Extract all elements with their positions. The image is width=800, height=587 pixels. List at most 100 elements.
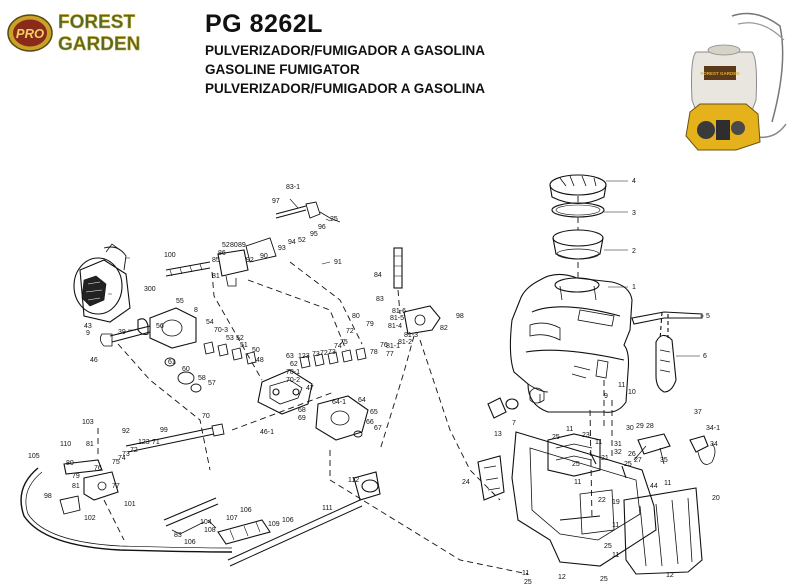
part-label-68: 68 xyxy=(298,407,306,414)
spray-hose-part-105 xyxy=(20,467,233,553)
pressure-valve-part-81 xyxy=(403,305,441,335)
part-label-81-3: 81-3 xyxy=(404,332,418,339)
part-label-44: 44 xyxy=(650,483,658,490)
part-label-56: 56 xyxy=(156,323,164,330)
part-label-80-a: 80 xyxy=(352,313,360,320)
part-label-108: 108 xyxy=(204,527,216,534)
part-label-19: 19 xyxy=(612,499,620,506)
part-label-77-a: 77 xyxy=(386,351,394,358)
part-label-11-e: 11 xyxy=(664,480,671,487)
part-label-25-a: 25 xyxy=(552,434,560,441)
part-label-83-b: 83 xyxy=(174,532,182,539)
part-label-72-c: 72 xyxy=(130,447,138,454)
logo-badge-core xyxy=(13,19,47,47)
part-label-75: 75 xyxy=(340,339,348,346)
part-label-63: 63 xyxy=(286,353,294,360)
part-label-12-b: 12 xyxy=(666,572,674,579)
part-label-81-c: 81 xyxy=(72,483,80,490)
part-label-83: 83 xyxy=(376,296,384,303)
part-label-64-1: 64-1 xyxy=(332,399,346,406)
part-label-5: 5 xyxy=(706,313,710,320)
part-label-94: 94 xyxy=(288,239,296,246)
carb-block-part-85 xyxy=(217,237,277,287)
title-spanish-2: PULVERIZADOR/FUMIGADOR A GASOLINA xyxy=(205,81,485,96)
part-label-89: 89 xyxy=(238,242,246,249)
part-label-80-b: 80 xyxy=(66,460,74,467)
part-number-labels: 4 3 2 1 5 6 7 13 11 10 9 25 11 23 11 21 … xyxy=(28,178,720,586)
part-label-25-d: 25 xyxy=(524,579,532,586)
tank-dashed-leader-lines xyxy=(577,196,613,521)
photo-spray-lance xyxy=(731,12,784,123)
part-label-25-f: 25 xyxy=(624,461,632,468)
part-label-26: 26 xyxy=(628,451,636,458)
part-label-107: 107 xyxy=(226,515,238,522)
tank-seal-part-3 xyxy=(551,202,605,218)
part-label-76-b: 76 xyxy=(94,465,102,472)
part-label-73-a: 73 xyxy=(312,351,320,358)
part-label-83-1: 83-1 xyxy=(286,184,300,191)
part-label-98-a: 98 xyxy=(456,313,464,320)
part-label-25-b: 25 xyxy=(572,461,580,468)
part-label-102: 102 xyxy=(84,515,96,522)
part-label-300: 300 xyxy=(144,286,156,293)
part-label-6: 6 xyxy=(703,353,707,360)
part-label-81-1: 81-1 xyxy=(386,343,400,350)
model-number: PG 8262L xyxy=(205,10,323,38)
part-label-23: 23 xyxy=(582,432,590,439)
part-label-30: 30 xyxy=(626,425,634,432)
part-label-62: 62 xyxy=(290,361,298,368)
part-label-112: 112 xyxy=(348,477,359,484)
part-label-98-b: 98 xyxy=(44,493,52,500)
part-label-46: 46 xyxy=(90,357,98,364)
part-label-72-b: 72 xyxy=(320,350,328,357)
part-label-70: 70 xyxy=(202,413,210,420)
part-label-67: 67 xyxy=(374,425,382,432)
strap-bracket-part-5 xyxy=(631,311,703,325)
logo-badge-text: PRO xyxy=(16,26,44,41)
part-label-123-a: 123 xyxy=(298,353,310,360)
part-label-64: 64 xyxy=(358,397,366,404)
part-label-55: 55 xyxy=(176,298,184,305)
part-label-51: 51 xyxy=(240,342,248,349)
part-label-60: 60 xyxy=(182,366,190,373)
part-label-52-b: 52 xyxy=(222,242,230,249)
part-label-91: 91 xyxy=(334,259,342,266)
throttle-lever-part-26 xyxy=(633,433,671,465)
part-label-96: 96 xyxy=(318,224,326,231)
cylinder-part-55 xyxy=(137,307,197,349)
part-label-61: 61 xyxy=(168,359,176,366)
crank-shaft-part-39 xyxy=(100,325,151,347)
seal-stack-part-72 xyxy=(299,347,367,369)
fuel-pipe-part-100 xyxy=(165,261,211,277)
photo-label xyxy=(704,66,736,80)
part-label-81-4: 81-4 xyxy=(388,323,402,330)
part-label-27: 27 xyxy=(634,457,642,464)
photo-label-text: FOREST GARDEN xyxy=(700,71,739,76)
part-label-11-b: 11 xyxy=(566,426,573,433)
part-label-46-1: 46-1 xyxy=(260,429,274,436)
part-label-57: 57 xyxy=(208,380,216,387)
part-label-70-3: 70-3 xyxy=(214,327,228,334)
part-label-106-a: 106 xyxy=(184,539,196,546)
part-label-90: 90 xyxy=(260,253,268,260)
extension-pipe-part-104 xyxy=(163,497,219,535)
title-spanish: PULVERIZADOR/FUMIGADOR A GASOLINA xyxy=(205,43,485,58)
part-label-52-a: 52 xyxy=(298,237,306,244)
part-label-81-b: 81 xyxy=(86,441,94,448)
part-label-54: 54 xyxy=(206,319,214,326)
part-label-50: 50 xyxy=(252,347,260,354)
part-label-11-d: 11 xyxy=(574,479,581,486)
spray-gun-part-101 xyxy=(59,459,119,515)
extension-pipe-part-107 xyxy=(217,519,271,545)
drain-plug-part-13 xyxy=(487,387,545,419)
part-label-8: 8 xyxy=(194,307,198,314)
part-label-65: 65 xyxy=(370,409,378,416)
part-label-43: 43 xyxy=(84,323,92,330)
part-label-13: 13 xyxy=(494,431,502,438)
spray-wand-part-111 xyxy=(227,471,381,567)
part-label-81-a: 81 xyxy=(212,273,220,280)
part-label-92-b: 92 xyxy=(122,428,130,435)
part-label-34: 34 xyxy=(710,441,718,448)
logo-line-1: FOREST xyxy=(58,12,135,33)
